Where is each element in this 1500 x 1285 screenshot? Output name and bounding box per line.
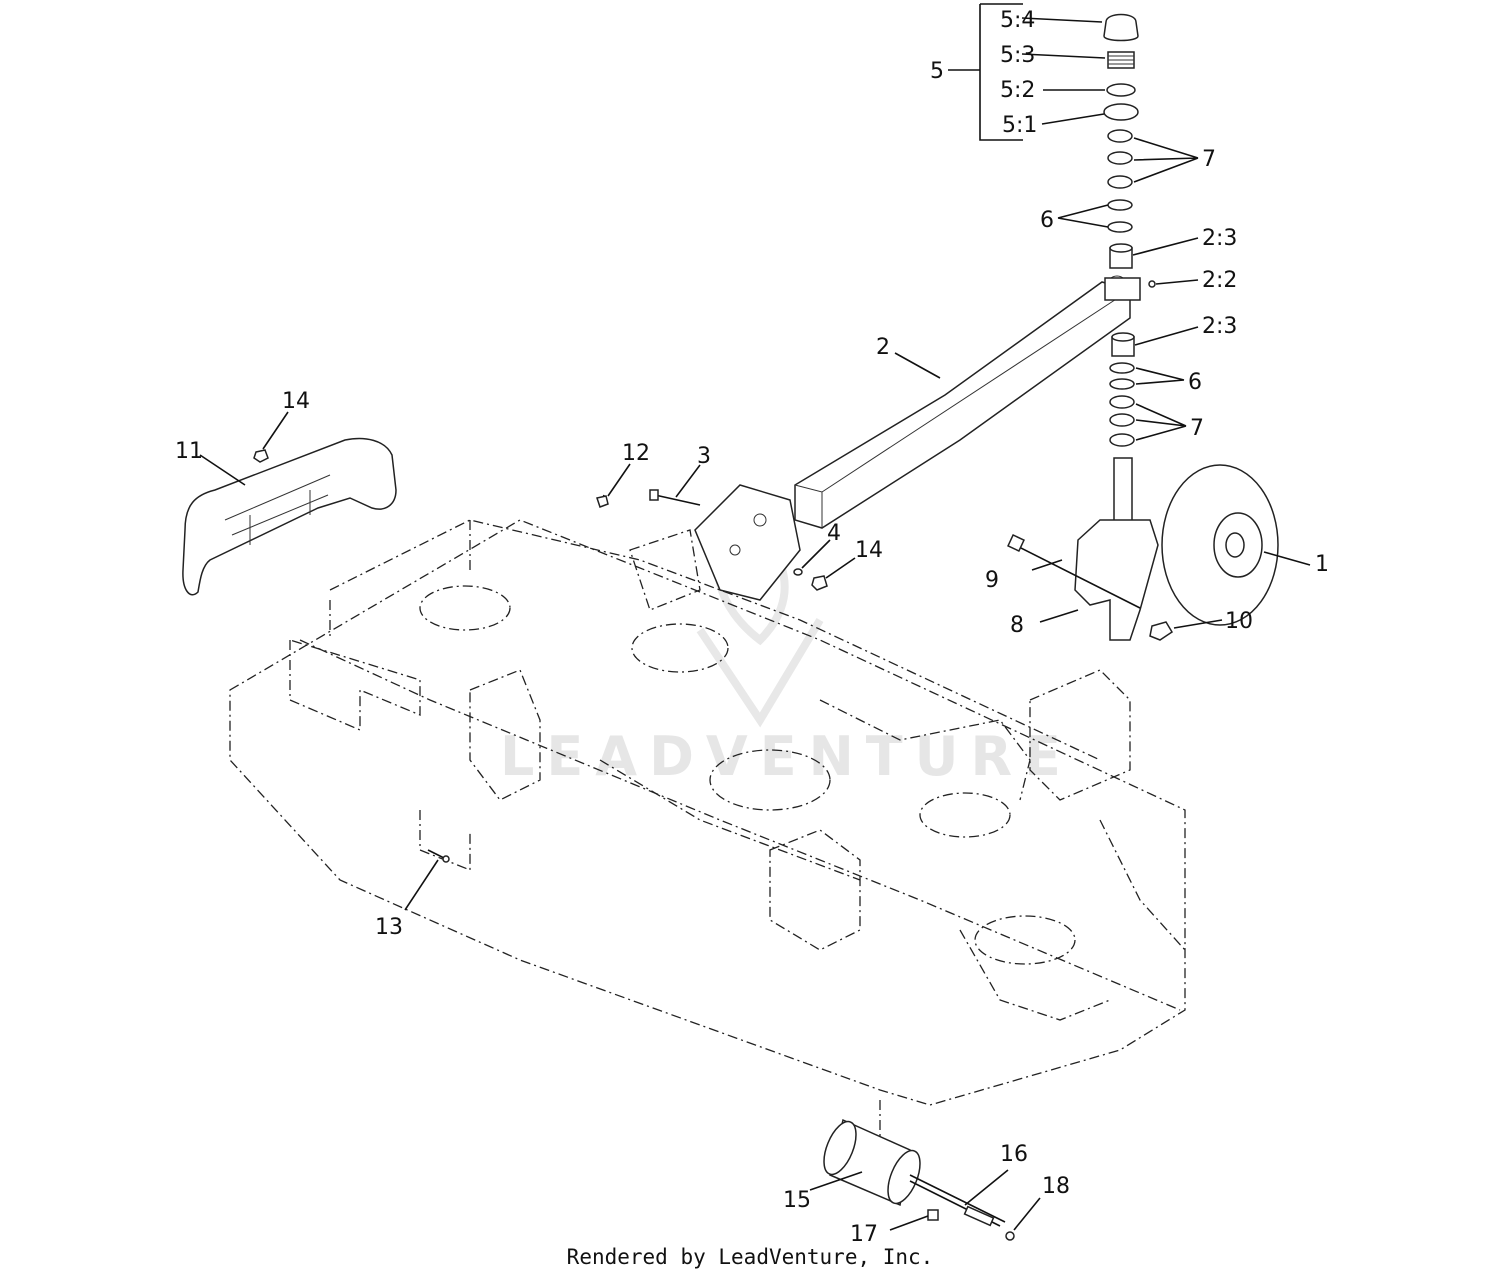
- callout-2: 2: [876, 335, 890, 360]
- callout-10: 10: [1225, 609, 1253, 634]
- callout-5: 5: [930, 59, 944, 84]
- callout-4: 4: [827, 521, 841, 546]
- callout-16: 16: [1000, 1142, 1028, 1167]
- callout-2-2: 2:2: [1202, 268, 1237, 293]
- part-2-arm: [794, 275, 1141, 529]
- part-14-nut-bracket: [811, 575, 828, 591]
- callout-17: 17: [850, 1222, 878, 1247]
- callout-11: 11: [175, 439, 203, 464]
- part-5-1-ring: [1103, 103, 1139, 121]
- footer-credit: Rendered by LeadVenture, Inc.: [566, 1245, 934, 1269]
- part-17-clip: [927, 1209, 939, 1221]
- callout-5-2: 5:2: [1000, 78, 1035, 103]
- callout-15: 15: [783, 1188, 811, 1213]
- callout-8: 8: [1010, 613, 1024, 638]
- callout-14-bumper: 14: [282, 389, 310, 414]
- callout-18: 18: [1042, 1174, 1070, 1199]
- leader-lines: [199, 3, 1311, 1231]
- callout-6-lower: 6: [1188, 370, 1202, 395]
- callout-13: 13: [375, 915, 403, 940]
- part-3-bolt: [649, 489, 701, 506]
- watermark-text: LEADVENTURE: [500, 725, 1073, 788]
- part-2-3-bushing-lower: [1111, 332, 1135, 357]
- callout-7-lower: 7: [1190, 416, 1204, 441]
- mower-deck: [229, 519, 1186, 1140]
- callout-2-3-lower: 2:3: [1202, 314, 1237, 339]
- callout-14-bracket: 14: [855, 538, 883, 563]
- callout-7-upper: 7: [1202, 147, 1216, 172]
- part-15-weight: [823, 1118, 921, 1207]
- callout-1: 1: [1315, 552, 1329, 577]
- part-2-2-fitting: [1148, 280, 1156, 288]
- callout-2-3-upper: 2:3: [1202, 226, 1237, 251]
- callout-3: 3: [697, 444, 711, 469]
- part-10-nut: [1149, 621, 1174, 641]
- part-12-bolt: [596, 494, 609, 508]
- part-6-washers-lower: [1109, 362, 1135, 390]
- callout-5-3: 5:3: [1000, 43, 1035, 68]
- part-11-bumper: [182, 437, 397, 596]
- part-1-wheel: [1161, 464, 1279, 626]
- part-7-spacers-lower: [1109, 395, 1135, 447]
- callout-5-1: 5:1: [1002, 113, 1037, 138]
- callout-6-upper: 6: [1040, 208, 1054, 233]
- part-9-bolt: [1007, 534, 1141, 609]
- part-8-fork: [1074, 457, 1159, 641]
- part-2-3-bushing-upper: [1109, 243, 1133, 269]
- part-5-4-cap: [1103, 13, 1139, 42]
- pivot-bracket: [694, 484, 801, 601]
- part-16-rod: [909, 1174, 1006, 1227]
- callout-5-4: 5:4: [1000, 8, 1035, 33]
- part-13-pin: [427, 849, 450, 863]
- part-5-2-washer: [1106, 83, 1136, 97]
- part-4-washer: [793, 568, 803, 576]
- part-5-3-spring: [1107, 51, 1135, 69]
- deck-bracket-front: [469, 529, 1131, 951]
- part-18-pin: [1005, 1231, 1015, 1241]
- part-14-nut-bumper: [253, 449, 269, 463]
- part-6-washers-upper: [1107, 199, 1133, 233]
- callout-9: 9: [985, 568, 999, 593]
- callout-12: 12: [622, 441, 650, 466]
- part-7-spacers-upper: [1107, 129, 1133, 189]
